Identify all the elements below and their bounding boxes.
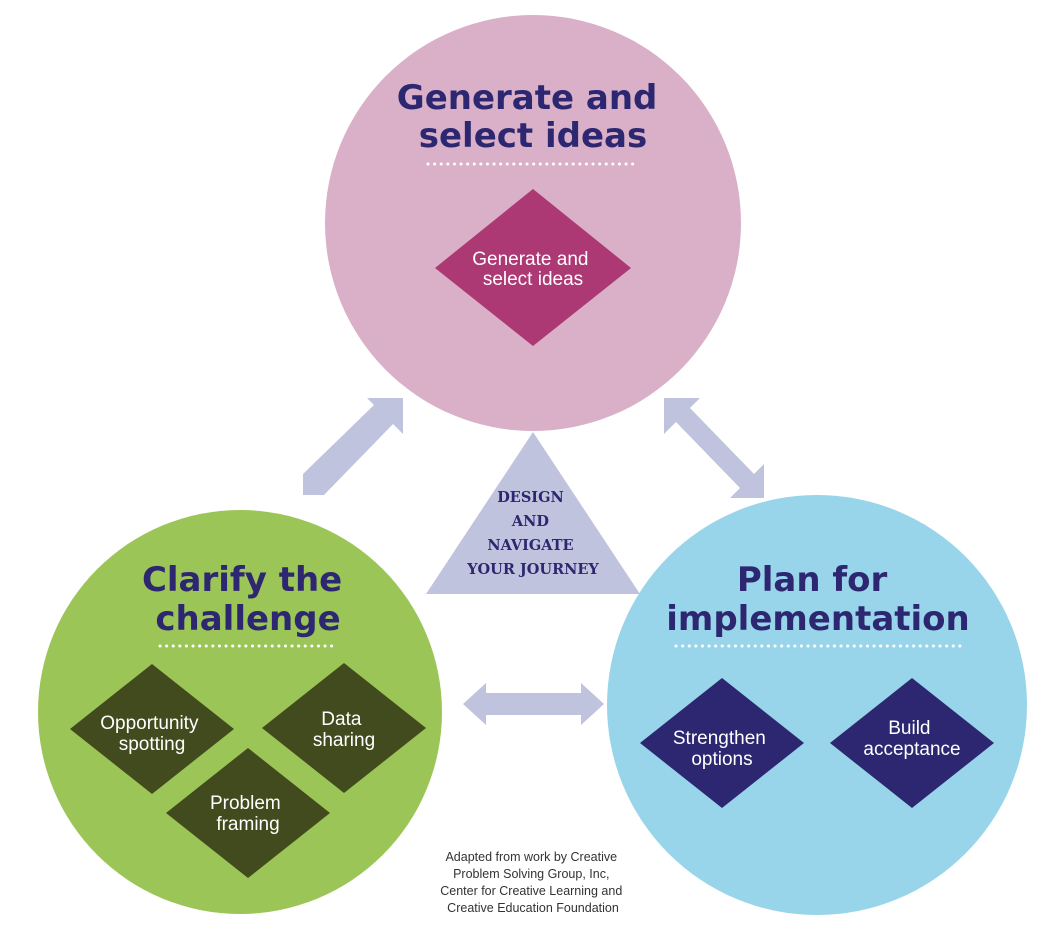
generate-ideas-title: Generate and select ideas	[397, 78, 669, 156]
build-acceptance-label: Build acceptance	[863, 718, 960, 760]
problem-framing-diamond	[166, 748, 330, 878]
generate-select-ideas-diamond	[435, 189, 631, 346]
generate-select-ideas-label: Generate and select ideas	[472, 249, 593, 290]
opportunity-spotting-label: Opportunity spotting	[100, 713, 204, 755]
clarify-challenge-title: Clarify the challenge	[142, 560, 354, 639]
problem-framing-label: Problem framing	[210, 793, 286, 835]
build-acceptance-diamond	[830, 678, 994, 808]
strengthen-options-diamond	[640, 678, 804, 808]
center-triangle	[426, 432, 640, 594]
arrow-top-right	[664, 398, 764, 498]
arrow-left-right	[463, 683, 604, 725]
strengthen-options-label: Strengthen options	[673, 728, 771, 770]
data-sharing-diamond	[262, 663, 426, 793]
center-label: DESIGN AND NAVIGATE YOUR JOURNEY	[466, 489, 599, 578]
arrow-top-left	[303, 398, 403, 495]
attribution-credit: Adapted from work by Creative Problem So…	[440, 850, 626, 915]
opportunity-spotting-diamond	[70, 664, 234, 794]
data-sharing-label: Data sharing	[313, 709, 375, 751]
plan-implementation-title: Plan for implementation	[666, 560, 970, 639]
plan-implementation-circle	[607, 495, 1027, 915]
clarify-challenge-circle	[38, 510, 442, 914]
